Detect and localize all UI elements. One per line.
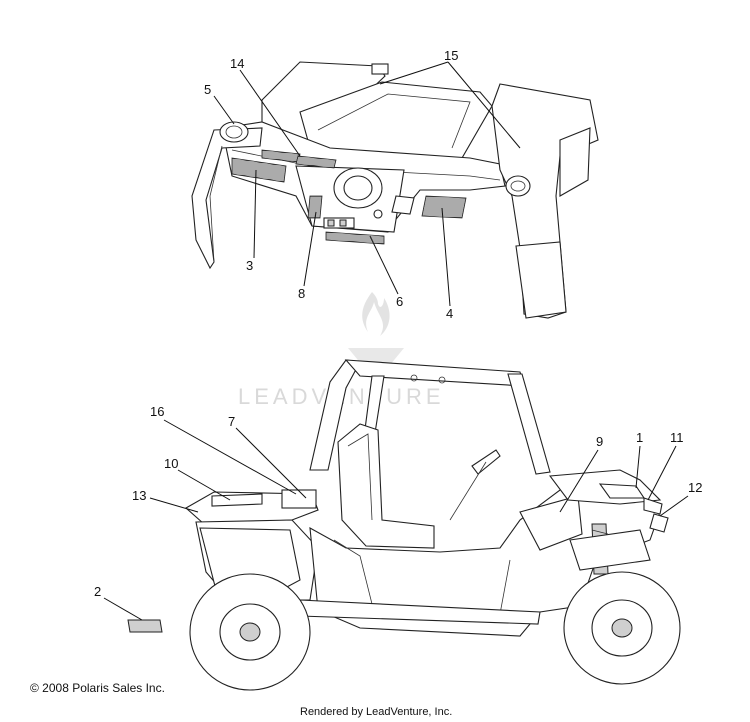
leader-10 — [177, 469, 231, 501]
right-fender-panel — [559, 127, 591, 197]
right-vent — [391, 195, 415, 215]
leader-15a — [379, 61, 449, 85]
hood-inner-line — [317, 93, 471, 149]
decal-14b-dash-center — [295, 155, 337, 169]
decal-12-nose — [649, 513, 669, 533]
callout-12: 12 — [688, 480, 702, 495]
left-fender-inner — [209, 145, 223, 263]
leader-11 — [647, 445, 677, 501]
decal-6-console-lower — [325, 231, 385, 245]
gauge-cluster-inner — [343, 175, 373, 201]
leader-4 — [441, 207, 451, 307]
leader-5 — [213, 95, 235, 125]
leader-9 — [559, 449, 599, 513]
switch-2 — [339, 219, 347, 227]
switch-1 — [327, 219, 335, 227]
leader-8 — [303, 211, 317, 287]
flame-logo-icon — [362, 292, 390, 336]
leader-14 — [239, 69, 301, 157]
callout-8: 8 — [298, 286, 305, 301]
decal-9-front-side — [519, 495, 583, 551]
callout-2: 2 — [94, 584, 101, 599]
right-speaker-cap — [505, 175, 531, 197]
decal-11-headlight — [643, 497, 663, 515]
callout-13: 13 — [132, 488, 146, 503]
leader-lines — [103, 61, 689, 621]
callout-3: 3 — [246, 258, 253, 273]
vehicle-side-view — [127, 359, 681, 691]
leader-13 — [149, 497, 199, 513]
left-fender — [191, 127, 263, 270]
callout-6: 6 — [396, 294, 403, 309]
leader-2 — [103, 597, 143, 621]
callout-7: 7 — [228, 414, 235, 429]
front-a-arm — [569, 529, 651, 571]
callout-14: 14 — [230, 56, 244, 71]
decal-8-console — [307, 195, 323, 219]
callout-16: 16 — [150, 404, 164, 419]
decal-2-small-part — [127, 619, 163, 633]
leader-16 — [163, 419, 297, 495]
seat-back — [347, 433, 373, 521]
right-fender-lower — [515, 241, 567, 319]
decal-16-rear-side — [281, 489, 317, 509]
callout-15: 15 — [444, 48, 458, 63]
callout-9: 9 — [596, 434, 603, 449]
right-speaker-cap-inner — [510, 180, 526, 192]
knob-right — [373, 209, 383, 219]
leader-15b — [447, 61, 521, 149]
callout-10: 10 — [164, 456, 178, 471]
callout-labels: 5 14 15 3 8 6 4 16 7 10 13 9 1 11 12 2 — [94, 48, 702, 599]
callout-1: 1 — [636, 430, 643, 445]
rendered-by-text: Rendered by LeadVenture, Inc. — [300, 706, 453, 718]
leader-3 — [253, 169, 257, 259]
leader-1 — [635, 445, 641, 489]
leader-12 — [659, 495, 689, 517]
callout-5: 5 — [204, 82, 211, 97]
roll-cage-front — [507, 373, 551, 475]
left-speaker-cap — [219, 121, 249, 143]
cage-bolt-2 — [438, 376, 446, 384]
decal-3-left-dash — [231, 157, 287, 183]
seat — [337, 423, 435, 549]
leader-6 — [369, 235, 399, 295]
front-wheel-hub — [611, 618, 633, 638]
decal-4-right-dash — [421, 195, 467, 219]
hood-latch — [371, 63, 389, 75]
left-speaker-cap-inner — [225, 125, 243, 139]
cage-bolt-1 — [410, 374, 418, 382]
decal-10-rear-bed — [211, 493, 263, 507]
steering-column — [449, 461, 487, 521]
callout-11: 11 — [670, 430, 684, 445]
leader-7 — [235, 427, 307, 499]
copyright-text: © 2008 Polaris Sales Inc. — [30, 681, 165, 695]
rear-wheel-hub — [239, 622, 261, 642]
dashboard-hood-assembly — [191, 61, 599, 319]
callout-4: 4 — [446, 306, 453, 321]
switch-panel — [323, 217, 355, 229]
